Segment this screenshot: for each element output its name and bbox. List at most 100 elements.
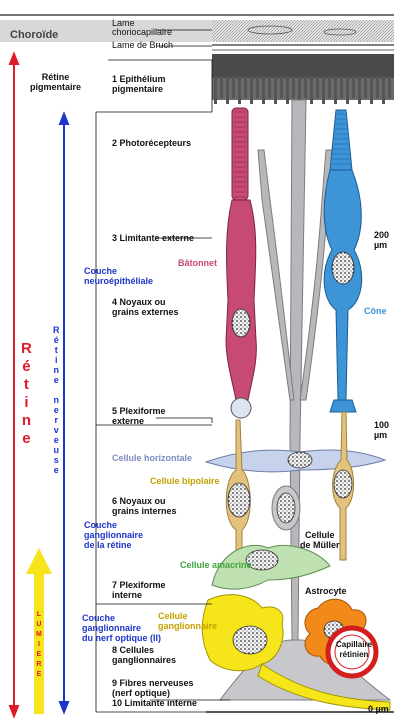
- pigment-villus: [274, 76, 277, 104]
- pigment-villus: [250, 76, 253, 104]
- retine-nerveuse-vertical-label-char: [55, 385, 58, 395]
- ganglion-line1: Cellule: [158, 611, 217, 621]
- retine-nerveuse-vertical-label-char: u: [54, 445, 60, 455]
- choriocapillaire-label: choriocapillaire: [112, 27, 172, 37]
- couche-neuro-line1: Couche: [84, 266, 153, 276]
- muller-line1: Cellule: [300, 530, 340, 540]
- pigment-villus: [334, 76, 337, 104]
- pigment-villus: [340, 76, 343, 98]
- retine-pigmentaire-line1: Rétine: [30, 72, 81, 82]
- scale-200-label: 200 µm: [374, 230, 389, 250]
- pigment-villus: [256, 76, 259, 98]
- retine-nerveuse-vertical-label-char: t: [55, 345, 58, 355]
- horizontal-cell: [206, 450, 385, 472]
- pigment-villus: [310, 76, 313, 104]
- layer-4-label: 4 Noyaux ou grains externes: [112, 297, 179, 317]
- pigment-villus: [322, 76, 325, 104]
- pigment-villus: [292, 76, 295, 98]
- choroid-band: [0, 20, 394, 42]
- layer-9-line1: 9 Fibres nerveuses: [112, 678, 194, 688]
- ganglion-line2: ganglionnaire: [158, 621, 217, 631]
- layer-9-line2: (nerf optique): [112, 688, 194, 698]
- layer-8-line1: 8 Cellules: [112, 645, 176, 655]
- couche-neuro-label: Couche neuroépithéliale: [84, 266, 153, 286]
- capillary-label: Capillaire rétinien: [336, 640, 372, 660]
- retine-vertical-label-char: e: [22, 430, 30, 448]
- couche-ganglionnaire-label: Couche ganglionnaire de la rétine: [84, 520, 143, 550]
- lumiere-vertical-label-char: M: [36, 630, 42, 640]
- retine-nerveuse-vertical-label-char: R: [53, 325, 60, 335]
- batonnet-label: Bâtonnet: [178, 258, 217, 268]
- retine-nerveuse-vertical-label-char: é: [54, 335, 59, 345]
- couche-nerf-line1: Couche: [82, 613, 161, 623]
- retine-nerveuse-vertical-label-char: e: [54, 435, 59, 445]
- muller-line2: de Müller: [300, 540, 340, 550]
- pigment-villus: [346, 76, 349, 104]
- couche-nerf-line2: ganglionnaire: [82, 623, 161, 633]
- layer-10-label: 10 Limitante interne: [112, 698, 197, 708]
- layer-1-label: 1 Epithélium pigmentaire: [112, 74, 166, 94]
- bracket-retine-red: [10, 54, 18, 716]
- lumiere-vertical-label-char: I: [38, 640, 40, 650]
- pigment-villus: [244, 76, 247, 98]
- bracket-nerveuse-blue: [60, 114, 68, 712]
- retine-nerveuse-vertical-label-char: e: [54, 465, 59, 475]
- pigment-epithelium: [212, 54, 394, 104]
- retine-nerveuse-vertical-label-char: n: [54, 395, 60, 405]
- retine-nerveuse-vertical-label-char: e: [54, 375, 59, 385]
- layer-9-label: 9 Fibres nerveuses (nerf optique): [112, 678, 194, 698]
- couche-nerf-label: Couche ganglionnaire du nerf optique (II…: [82, 613, 161, 643]
- pigment-villus: [286, 76, 289, 104]
- bruch-label: Lame de Bruch: [112, 40, 173, 50]
- layer-4-line2: grains externes: [112, 307, 179, 317]
- pigment-villus: [382, 76, 385, 104]
- pigment-villus: [232, 76, 235, 98]
- layer-5-line1: 5 Plexiforme: [112, 406, 166, 416]
- bipolar-label: Cellule bipolaire: [150, 476, 220, 486]
- layer-6-line2: grains internes: [112, 506, 177, 516]
- scale-100-unit: µm: [374, 430, 389, 440]
- layer-8-label: 8 Cellules ganglionnaires: [112, 645, 176, 665]
- pigment-villus: [220, 76, 223, 98]
- retine-nerveuse-vertical-label-char: n: [54, 365, 60, 375]
- pigment-villus: [262, 76, 265, 104]
- retine-nerveuse-vertical-label-char: r: [54, 415, 58, 425]
- scale-100-label: 100 µm: [374, 420, 389, 440]
- pigment-villus: [328, 76, 331, 98]
- scale-100-num: 100: [374, 420, 389, 430]
- retine-nerveuse-vertical-label-char: s: [54, 455, 59, 465]
- layer-7-label: 7 Plexiforme interne: [112, 580, 166, 600]
- pigment-villus: [304, 76, 307, 98]
- horizontal-label: Cellule horizontale: [112, 453, 192, 463]
- retine-vertical-label-char: n: [22, 412, 31, 430]
- layer-7-line1: 7 Plexiforme: [112, 580, 166, 590]
- pigment-villus: [280, 76, 283, 98]
- muller-label: Cellule de Müller: [300, 530, 340, 550]
- lumiere-vertical-label-char: R: [36, 660, 41, 670]
- couche-neuro-line2: neuroépithéliale: [84, 276, 153, 286]
- retine-vertical-label-char: R: [21, 340, 32, 358]
- retine-vertical-label-char: é: [22, 358, 30, 376]
- pigment-villus: [376, 76, 379, 98]
- lumiere-vertical-label-char: E: [37, 670, 42, 680]
- layer-2-label: 2 Photorécepteurs: [112, 138, 191, 148]
- pigment-villus: [388, 76, 391, 98]
- rod-cell: [226, 108, 256, 418]
- layer-1-line1: 1 Epithélium: [112, 74, 166, 84]
- layer-7-line2: interne: [112, 590, 166, 600]
- layer-6-label: 6 Noyaux ou grains internes: [112, 496, 177, 516]
- pigment-villus: [316, 76, 319, 98]
- retine-pigmentaire-label: Rétine pigmentaire: [30, 72, 81, 92]
- layer-5-label: 5 Plexiforme externe: [112, 406, 166, 426]
- layer-4-line1: 4 Noyaux ou: [112, 297, 179, 307]
- retine-vertical-label-char: t: [24, 376, 29, 394]
- lumiere-vertical-label-char: U: [36, 620, 41, 630]
- couche-gang-line2: ganglionnaire: [84, 530, 143, 540]
- pigment-villus: [268, 76, 271, 98]
- lumiere-vertical-label-char: E: [37, 650, 42, 660]
- retine-vertical-label-char: i: [24, 394, 28, 412]
- capillary-line2: rétinien: [336, 650, 372, 660]
- retine-pigmentaire-line2: pigmentaire: [30, 82, 81, 92]
